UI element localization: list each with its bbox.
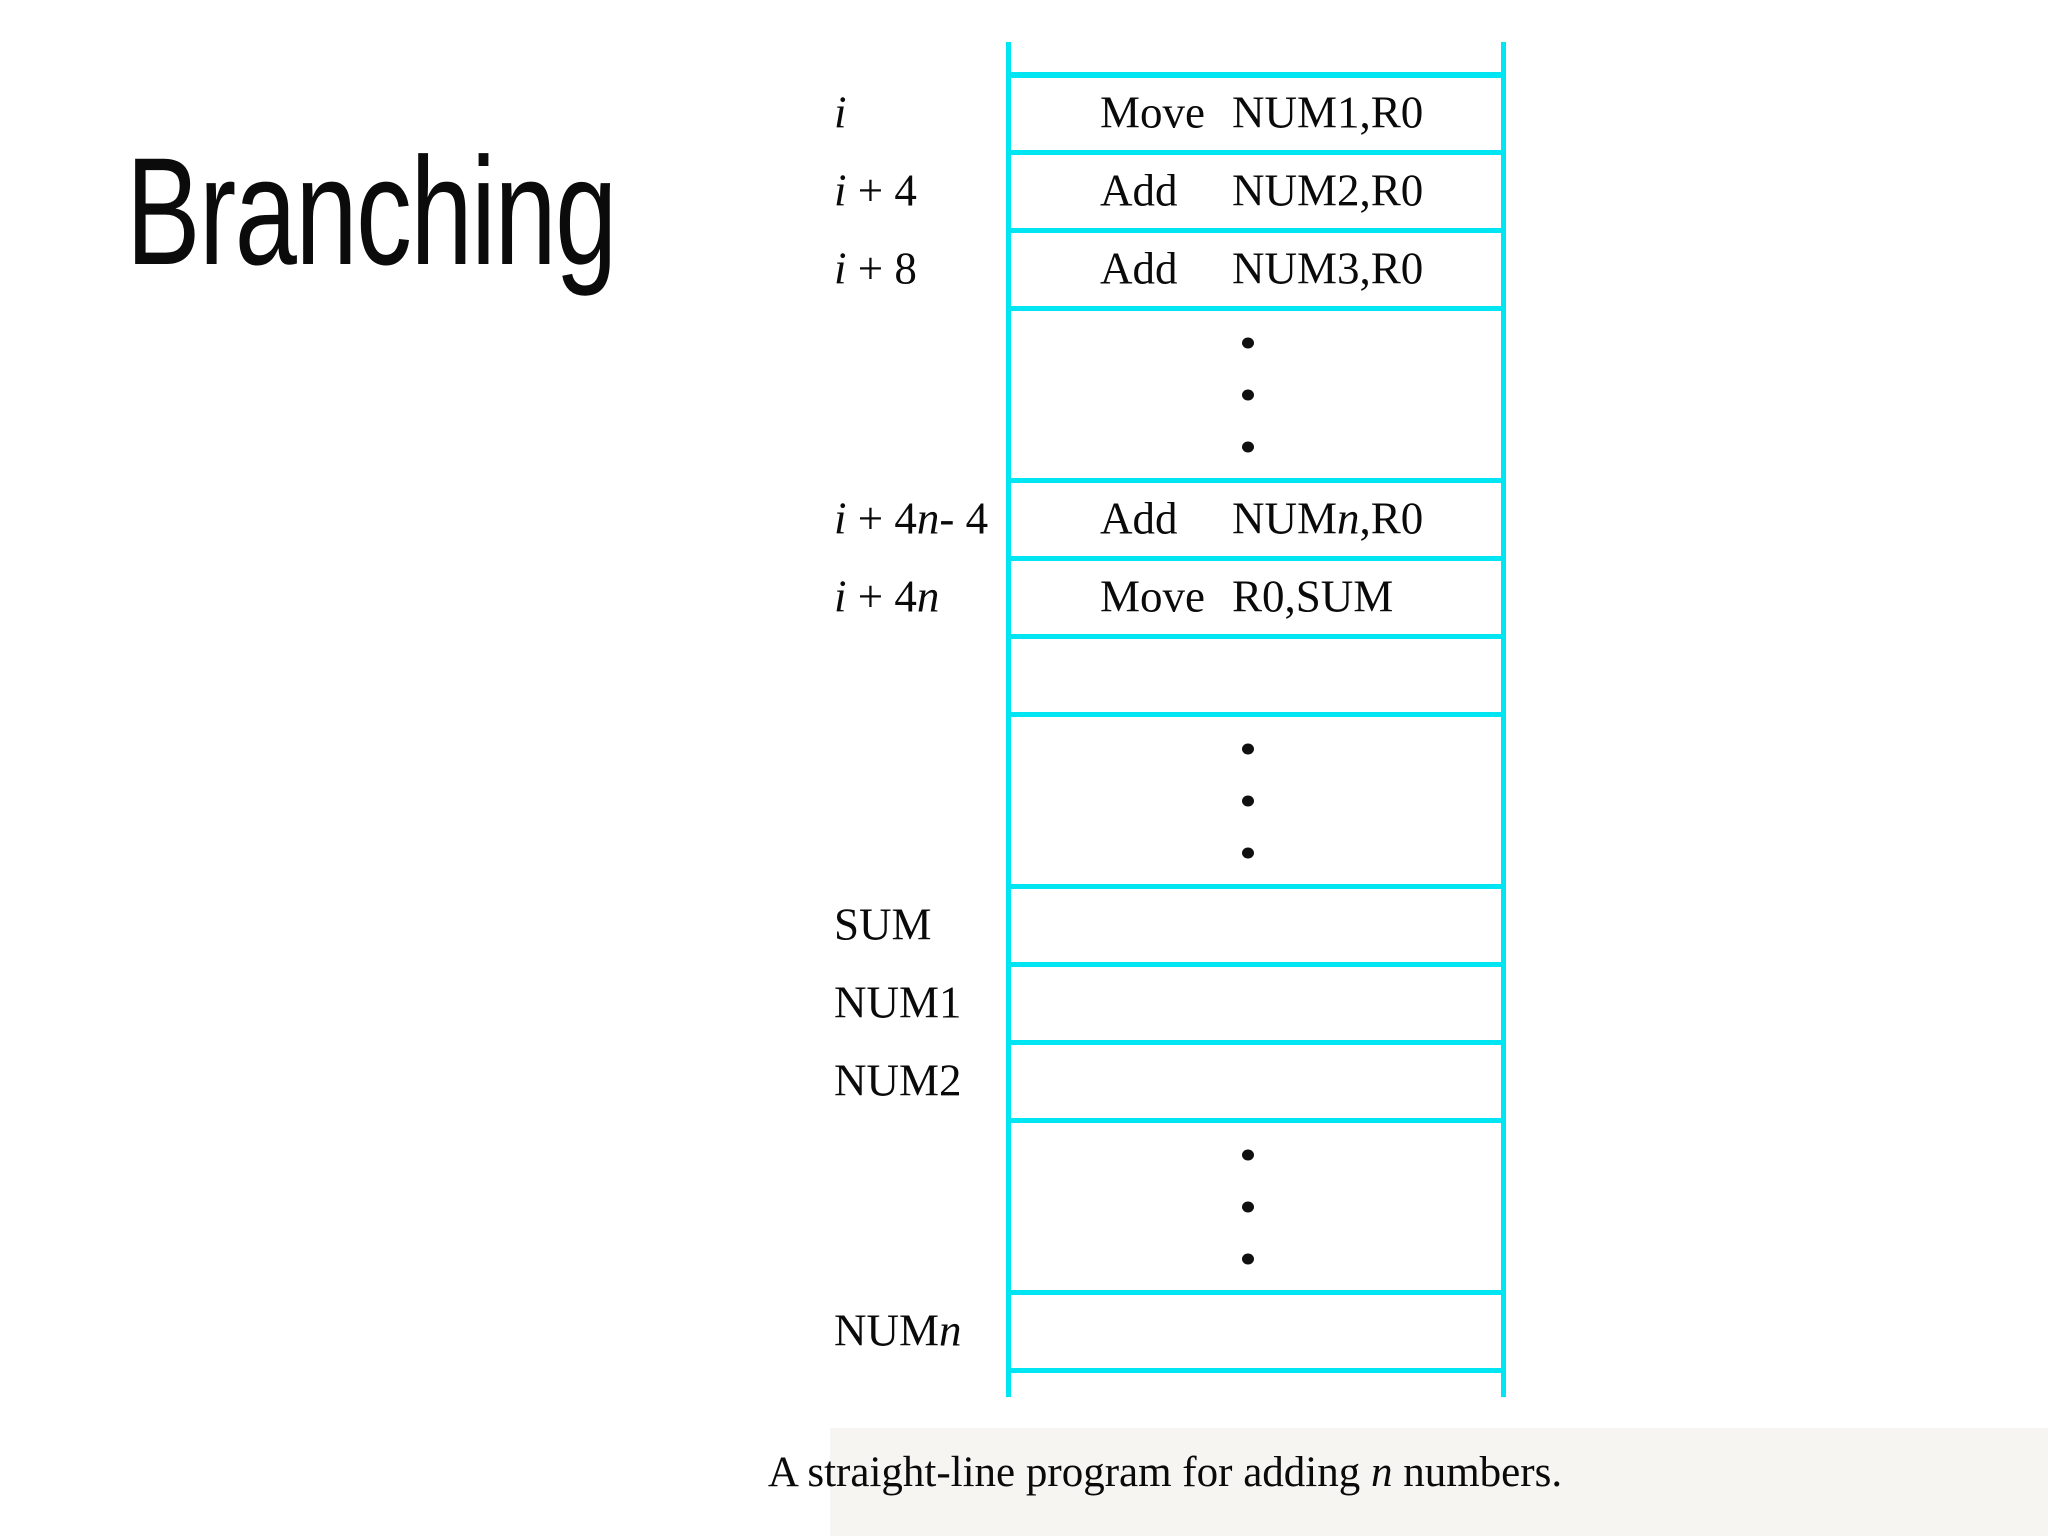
memory-row: i Move NUM1,R0 [834,72,1501,150]
memory-row [1011,712,1501,884]
address-label: i [834,87,847,138]
vertical-ellipsis [1003,1149,1493,1264]
address-label: i + 4 [834,164,917,215]
ellipsis-dot [1242,337,1254,348]
diagram-top-opening [1011,42,1501,72]
memory-row: NUM2 [834,1040,1501,1118]
ellipsis-dot [1242,389,1254,400]
memory-row: i + 8 Add NUM3,R0 [834,228,1501,306]
memory-row [1011,306,1501,478]
diagram-bottom-opening [1011,1368,1501,1397]
instruction-mnemonic: Move [1100,87,1205,138]
vertical-ellipsis [1003,337,1493,452]
instruction-operand: NUMn,R0 [1232,492,1424,543]
memory-row [1011,1118,1501,1290]
ellipsis-dot [1242,795,1254,806]
address-label: i + 8 [834,242,917,293]
ellipsis-dot [1242,1253,1254,1264]
instruction-mnemonic: Add [1100,242,1178,293]
page-title: Branching [126,126,617,297]
memory-row [1011,634,1501,712]
address-label: NUM1 [834,976,962,1027]
address-label: NUMn [834,1304,962,1355]
vertical-ellipsis [1003,743,1493,858]
memory-row: NUMn [834,1290,1501,1368]
ellipsis-dot [1242,1201,1254,1212]
address-label: SUM [834,898,932,949]
instruction-mnemonic: Move [1100,570,1205,621]
instruction-mnemonic: Add [1100,492,1178,543]
memory-row: i + 4 Add NUM2,R0 [834,150,1501,228]
memory-row: NUM1 [834,962,1501,1040]
memory-row: i + 4n- 4 Add NUMn,R0 [834,478,1501,556]
address-label: i + 4n- 4 [834,492,989,543]
address-label: NUM2 [834,1054,962,1105]
instruction-operand: NUM3,R0 [1232,242,1424,293]
instruction-operand: NUM1,R0 [1232,87,1424,138]
ellipsis-dot [1242,441,1254,452]
ellipsis-dot [1242,847,1254,858]
instruction-mnemonic: Add [1100,164,1178,215]
ellipsis-dot [1242,743,1254,754]
instruction-operand: NUM2,R0 [1232,164,1424,215]
address-label: i + 4n [834,570,940,621]
memory-row: SUM [834,884,1501,962]
memory-row: i + 4n Move R0,SUM [834,556,1501,634]
background-shade [830,1428,2048,1536]
figure-caption: A straight-line program for adding n num… [767,1449,1563,1496]
ellipsis-dot [1242,1149,1254,1160]
instruction-operand: R0,SUM [1232,570,1394,621]
